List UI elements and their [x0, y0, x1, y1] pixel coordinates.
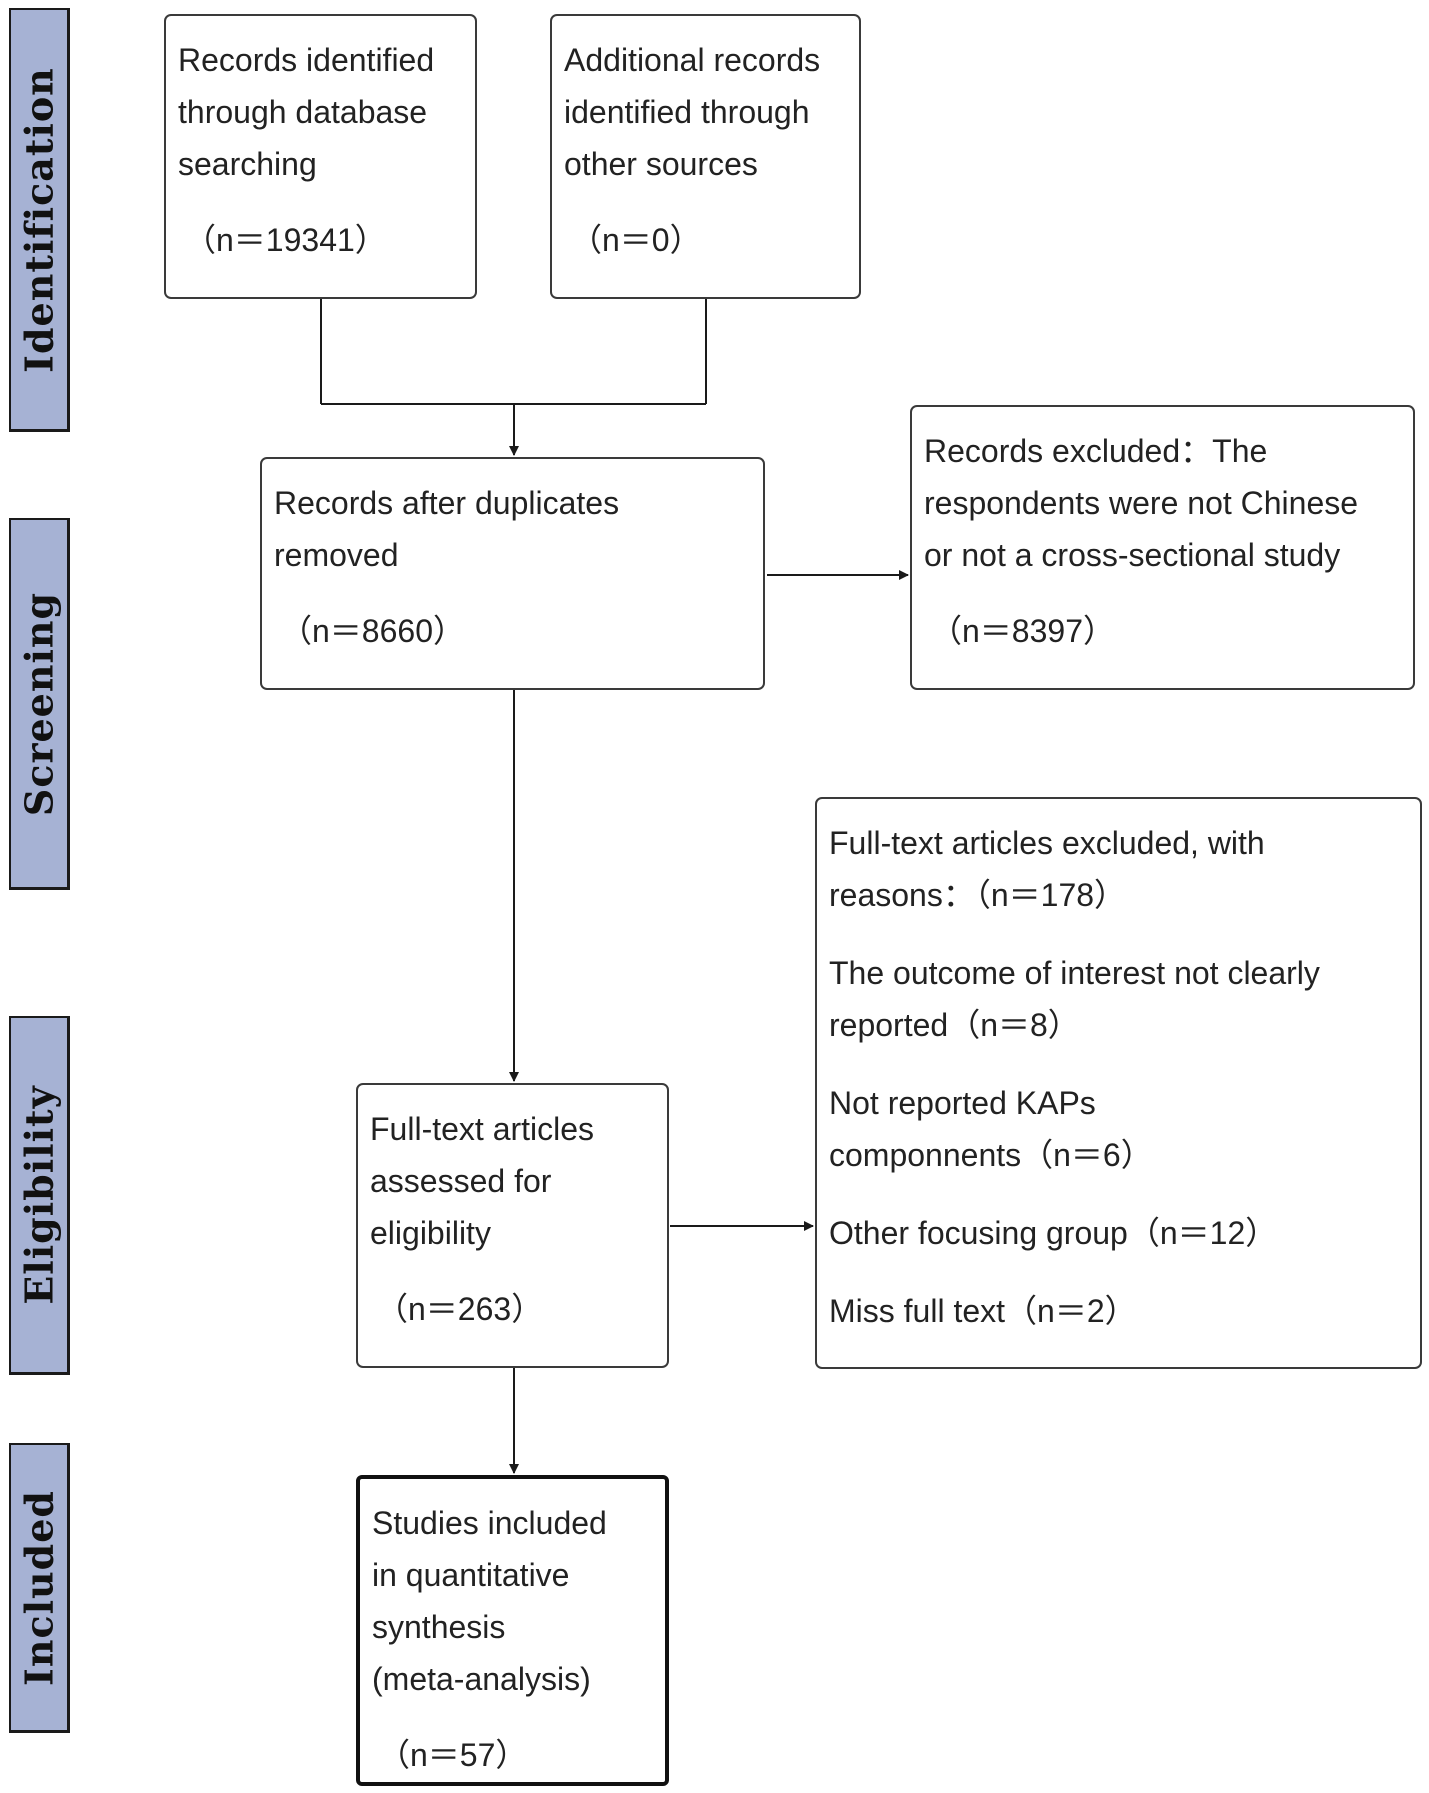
records-excluded-line-2: respondents were not Chinese	[924, 485, 1359, 521]
included-line-4: (meta-analysis)	[372, 1661, 591, 1697]
after-duplicates-line-2: removed	[274, 537, 399, 573]
after-duplicates-count: （n＝8660）	[280, 613, 465, 649]
full-text-assessed-line-1: Full-text articles	[370, 1111, 595, 1147]
other-sources-count: （n＝0）	[570, 222, 702, 258]
records-excluded-line-1: Records excluded：The	[924, 433, 1268, 469]
other-sources-line-1: Additional records	[564, 42, 821, 78]
records-excluded-count: （n＝8397）	[930, 613, 1115, 649]
box-full-text-assessed: Full-text articles assessed for eligibil…	[356, 1083, 669, 1368]
box-full-text-excluded: Full-text articles excluded, with reason…	[815, 797, 1422, 1369]
phase-identification: Identification	[9, 8, 70, 432]
box-included-studies: Studies included in quantitative synthes…	[356, 1475, 669, 1786]
included-line-1: Studies included	[372, 1505, 607, 1541]
exclusion-reason-kaps-line-1: Not reported KAPs	[829, 1085, 1096, 1121]
box-other-sources: Additional records identified through ot…	[550, 14, 861, 299]
exclusion-header: Full-text articles excluded, with reason…	[829, 817, 1408, 921]
phase-included: Included	[9, 1443, 70, 1733]
exclusion-reason-group: Other focusing group（n＝12）	[829, 1207, 1408, 1259]
full-text-assessed-count: （n＝263）	[376, 1291, 544, 1327]
phase-eligibility: Eligibility	[9, 1016, 70, 1375]
included-count: （n＝57）	[378, 1737, 528, 1773]
exclusion-reason-outcome-line-2: reported（n＝8）	[829, 1007, 1080, 1043]
box-after-duplicates: Records after duplicates removed （n＝8660…	[260, 457, 765, 690]
included-line-3: synthesis	[372, 1609, 506, 1645]
full-text-assessed-line-2: assessed for	[370, 1163, 552, 1199]
phase-screening: Screening	[9, 518, 70, 890]
after-duplicates-line-1: Records after duplicates	[274, 485, 620, 521]
database-line-1: Records identified	[178, 42, 435, 78]
exclusion-reason-outcome-line-1: The outcome of interest not clearly	[829, 955, 1320, 991]
exclusion-reason-missing: Miss full text（n＝2）	[829, 1285, 1408, 1337]
database-line-3: searching	[178, 146, 317, 182]
exclusion-header-line-2: reasons：（n＝178）	[829, 877, 1127, 913]
other-sources-line-2: identified through	[564, 94, 810, 130]
exclusion-reason-outcome: The outcome of interest not clearly repo…	[829, 947, 1408, 1051]
database-count: （n＝19341）	[184, 222, 387, 258]
included-line-2: in quantitative	[372, 1557, 570, 1593]
exclusion-reason-missing-line: Miss full text（n＝2）	[829, 1293, 1137, 1329]
other-sources-line-3: other sources	[564, 146, 758, 182]
box-database-records: Records identified through database sear…	[164, 14, 477, 299]
full-text-assessed-line-3: eligibility	[370, 1215, 491, 1251]
exclusion-reason-group-line: Other focusing group（n＝12）	[829, 1215, 1278, 1251]
exclusion-reason-kaps-line-2: componnents（n＝6）	[829, 1137, 1153, 1173]
records-excluded-line-3: or not a cross-sectional study	[924, 537, 1341, 573]
exclusion-header-line-1: Full-text articles excluded, with	[829, 825, 1265, 861]
box-records-excluded: Records excluded：The respondents were no…	[910, 405, 1415, 690]
database-line-2: through database	[178, 94, 428, 130]
exclusion-reason-kaps: Not reported KAPs componnents（n＝6）	[829, 1077, 1408, 1181]
